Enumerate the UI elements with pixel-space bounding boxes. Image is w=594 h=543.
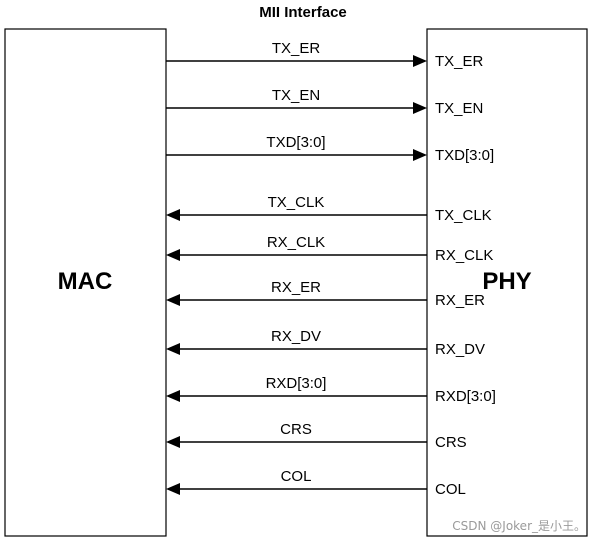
phy-pin-label: TX_ER bbox=[435, 53, 484, 70]
arrow-head bbox=[166, 483, 180, 495]
mac-label: MAC bbox=[58, 268, 113, 295]
phy-pin-label: RX_CLK bbox=[435, 247, 493, 264]
phy-label: PHY bbox=[482, 268, 531, 295]
arrow-head bbox=[166, 343, 180, 355]
phy-pin-label: TX_EN bbox=[435, 100, 483, 117]
signal-label: CRS bbox=[280, 421, 312, 438]
phy-block bbox=[426, 28, 588, 537]
diagram-title: MII Interface bbox=[259, 4, 347, 21]
arrow-head bbox=[166, 294, 180, 306]
signal-label: RX_DV bbox=[271, 328, 321, 345]
phy-pin-label: RX_ER bbox=[435, 292, 485, 309]
signal-label: RXD[3:0] bbox=[266, 375, 327, 392]
signal-label: RX_ER bbox=[271, 279, 321, 296]
phy-pin-label: COL bbox=[435, 481, 466, 498]
phy-pin-label: RXD[3:0] bbox=[435, 388, 496, 405]
signal-lines: TX_ER TX_ER TX_EN TX_EN TXD[3:0] TXD[3:0] TX_C… bbox=[166, 40, 496, 498]
arrow-head bbox=[166, 390, 180, 402]
arrow-head bbox=[413, 149, 427, 161]
signal-label: TX_ER bbox=[272, 40, 321, 57]
arrow-head bbox=[166, 249, 180, 261]
arrow-head bbox=[413, 55, 427, 67]
phy-pin-label: RX_DV bbox=[435, 341, 485, 358]
phy-pin-label: TX_CLK bbox=[435, 207, 492, 224]
watermark: CSDN @Joker_是小王。 bbox=[452, 519, 586, 533]
signal-label: RX_CLK bbox=[267, 234, 325, 251]
signal-label: COL bbox=[281, 468, 312, 485]
phy-pin-label: TXD[3:0] bbox=[435, 147, 494, 164]
phy-pin-label: CRS bbox=[435, 434, 467, 451]
signal-label: TX_EN bbox=[272, 87, 320, 104]
signal-label: TXD[3:0] bbox=[266, 134, 325, 151]
mac-block bbox=[4, 28, 167, 537]
arrow-head bbox=[166, 209, 180, 221]
arrow-head bbox=[413, 102, 427, 114]
signal-label: TX_CLK bbox=[268, 194, 325, 211]
arrow-head bbox=[166, 436, 180, 448]
